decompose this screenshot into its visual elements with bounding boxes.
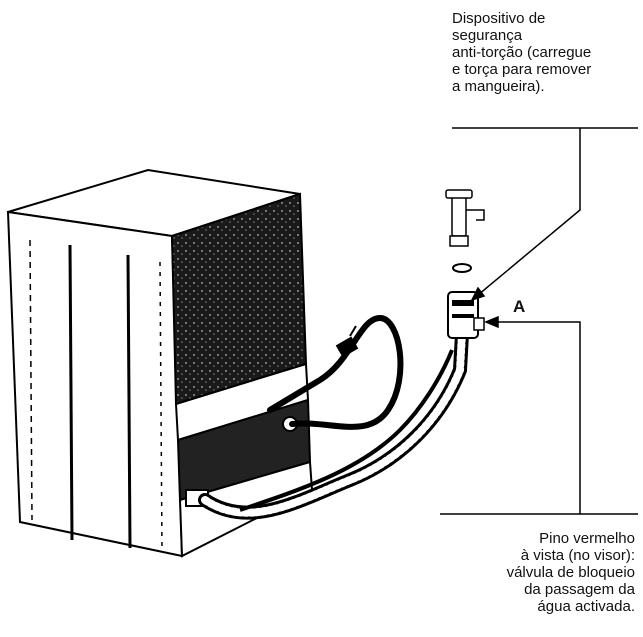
callout-bottom-text: Pino vermelho à vista (no visor): válvul…	[506, 530, 635, 615]
front-panel-stripes	[29, 239, 163, 553]
dishwasher-front	[6, 210, 184, 558]
callout-lines	[440, 127, 638, 515]
drain-hose	[239, 349, 454, 512]
anti-twist-safety-device	[447, 291, 485, 339]
water-tap	[445, 189, 485, 247]
label-a: A	[513, 297, 526, 316]
sealing-washer	[452, 263, 472, 273]
power-cable	[267, 314, 404, 430]
power-plug	[335, 325, 363, 358]
callout-top-text: Dispositivo de segurança anti-torção (ca…	[452, 10, 592, 95]
